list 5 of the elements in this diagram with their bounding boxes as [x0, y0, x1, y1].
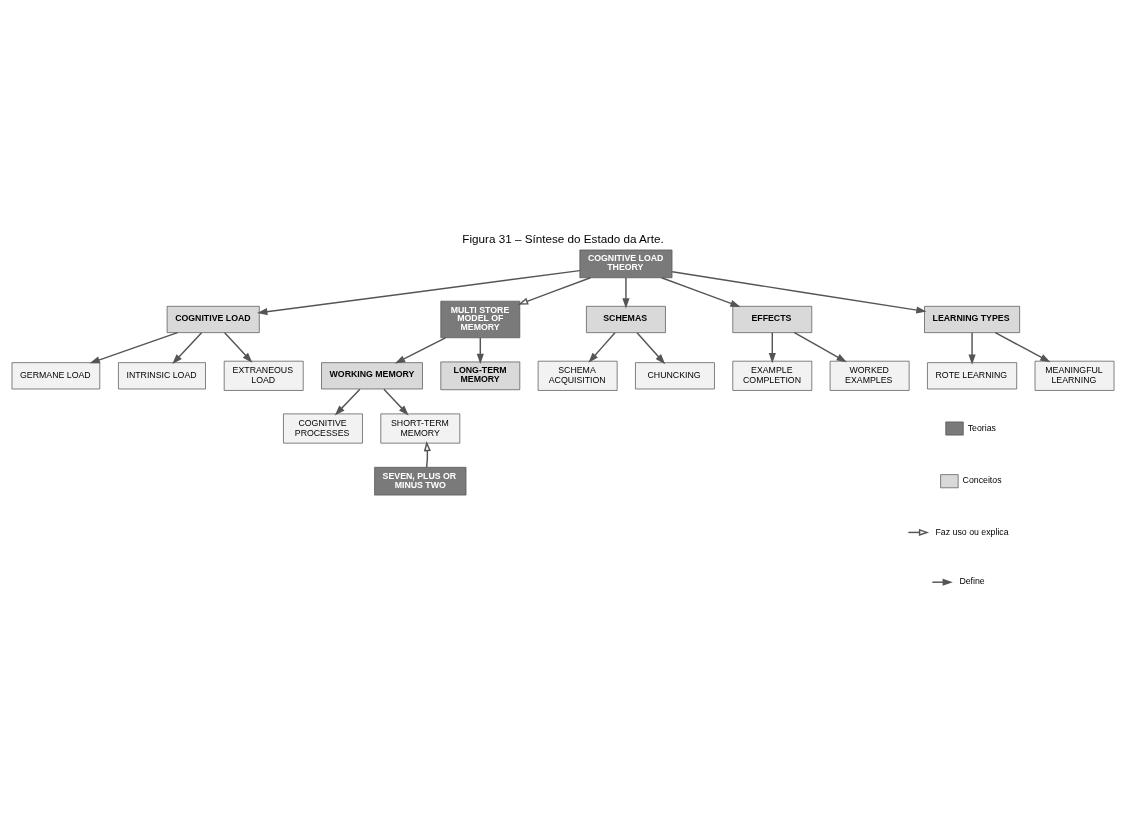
legend-label: Define — [959, 575, 985, 586]
legend-label: Teorias — [967, 422, 996, 433]
diagram-title: Figura 31 – Síntese do Estado da Arte. — [462, 231, 664, 245]
legend-label: Conceitos — [962, 474, 1002, 485]
legend-label: Faz uso ou explica — [935, 526, 1009, 537]
